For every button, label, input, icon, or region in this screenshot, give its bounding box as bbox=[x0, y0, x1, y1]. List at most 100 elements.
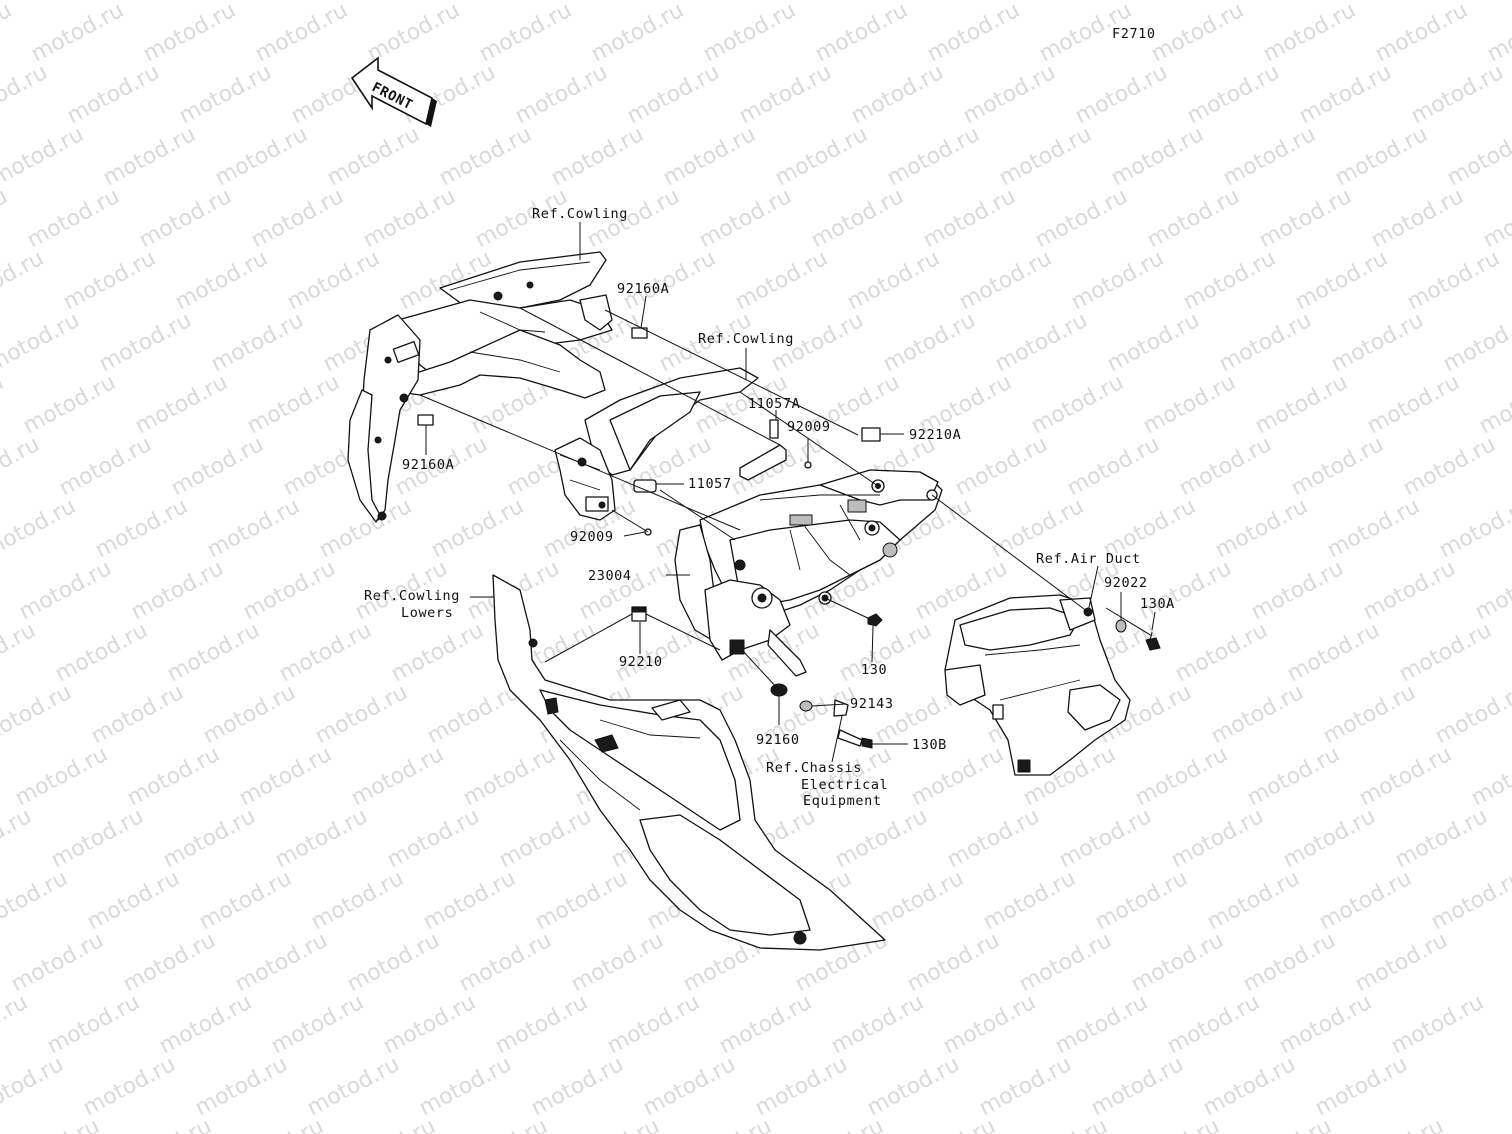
watermark-text: motod.ru bbox=[87, 680, 188, 749]
watermark-text: motod.ru bbox=[623, 60, 724, 129]
watermark-text: motod.ru bbox=[1367, 184, 1468, 253]
nut-92210A bbox=[861, 427, 881, 442]
watermark-text: motod.ru bbox=[1315, 866, 1416, 935]
watermark-text: motod.ru bbox=[119, 928, 220, 997]
watermark-text: motod.ru bbox=[19, 370, 120, 439]
watermark-text: motod.ru bbox=[1327, 308, 1428, 377]
watermark-text: motod.ru bbox=[135, 184, 236, 253]
watermark-text: motod.ru bbox=[203, 494, 304, 563]
label-92160: 92160 bbox=[756, 732, 800, 748]
watermark-text: motod.ru bbox=[975, 1052, 1076, 1121]
watermark-text: motod.ru bbox=[0, 0, 16, 67]
label-ref-chassis: Ref.Chassis bbox=[766, 760, 862, 776]
watermark-text: motod.ru bbox=[1471, 556, 1512, 625]
watermark-text: motod.ru bbox=[435, 122, 536, 191]
watermark-text: motod.ru bbox=[1147, 0, 1248, 67]
watermark-text: motod.ru bbox=[847, 60, 948, 129]
watermark-text: motod.ru bbox=[827, 990, 928, 1059]
rubber-cushion-92160A-top bbox=[631, 327, 648, 339]
watermark-text: motod.ru bbox=[1219, 122, 1320, 191]
watermark-text: motod.ru bbox=[1279, 804, 1380, 873]
watermark-text: motod.ru bbox=[1391, 804, 1492, 873]
watermark-text: motod.ru bbox=[1171, 618, 1272, 687]
watermark-text: motod.ru bbox=[1107, 122, 1208, 191]
watermark-text: motod.ru bbox=[387, 618, 488, 687]
cowling-lower bbox=[492, 574, 886, 951]
watermark-text: motod.ru bbox=[531, 866, 632, 935]
watermark-text: motod.ru bbox=[235, 742, 336, 811]
watermark-text: motod.ru bbox=[139, 0, 240, 67]
watermark-text: motod.ru bbox=[0, 60, 52, 129]
watermark-text: motod.ru bbox=[831, 804, 932, 873]
watermark-text: motod.ru bbox=[495, 804, 596, 873]
watermark-text: motod.ru bbox=[1091, 866, 1192, 935]
watermark-text: motod.ru bbox=[491, 990, 592, 1059]
watermark-text: motod.ru bbox=[751, 1052, 852, 1121]
watermark-text: motod.ru bbox=[731, 246, 832, 315]
watermark-text: motod.ru bbox=[171, 246, 272, 315]
watermark-text: motod.ru bbox=[239, 556, 340, 625]
watermark-text: motod.ru bbox=[251, 0, 352, 67]
watermark-text: motod.ru bbox=[275, 618, 376, 687]
watermark-text: motod.ru bbox=[0, 618, 40, 687]
watermark-text: motod.ru bbox=[63, 60, 164, 129]
watermark-text: motod.ru bbox=[227, 1114, 328, 1134]
watermark-text: motod.ru bbox=[1243, 742, 1344, 811]
watermark-text: motod.ru bbox=[0, 804, 36, 873]
watermark-text: motod.ru bbox=[343, 928, 444, 997]
watermark-text: motod.ru bbox=[991, 308, 1092, 377]
watermark-text: motod.ru bbox=[1275, 990, 1376, 1059]
watermark-text: motod.ru bbox=[115, 1114, 216, 1134]
watermark-text: motod.ru bbox=[659, 122, 760, 191]
watermark-text: motod.ru bbox=[0, 0, 92, 5]
watermark-text: motod.ru bbox=[1167, 804, 1268, 873]
watermark-text: motod.ru bbox=[863, 1052, 964, 1121]
watermark-text: motod.ru bbox=[1163, 990, 1264, 1059]
label-92160A-top: 92160A bbox=[617, 281, 669, 297]
watermark-text: motod.ru bbox=[1371, 0, 1472, 67]
watermark-text: motod.ru bbox=[0, 432, 44, 501]
watermark-text: motod.ru bbox=[1347, 1114, 1448, 1134]
label-92143: 92143 bbox=[850, 696, 894, 712]
watermark-text: motod.ru bbox=[547, 122, 648, 191]
middle-duct-bracket bbox=[554, 367, 759, 521]
watermark-text: motod.ru bbox=[1135, 556, 1236, 625]
watermark-text: motod.ru bbox=[207, 308, 308, 377]
watermark-text: motod.ru bbox=[347, 742, 448, 811]
watermark-text: motod.ru bbox=[7, 928, 108, 997]
watermark-text: motod.ru bbox=[199, 680, 300, 749]
watermark-text: motod.ru bbox=[459, 742, 560, 811]
watermark-text: motod.ru bbox=[0, 122, 88, 191]
watermark-text: motod.ru bbox=[771, 122, 872, 191]
label-ref-cowling-lowers: Ref.Cowling bbox=[364, 588, 460, 604]
watermark-text: motod.ru bbox=[267, 990, 368, 1059]
watermark-text: motod.ru bbox=[1067, 246, 1168, 315]
watermark-text: motod.ru bbox=[27, 0, 128, 67]
label-ref-chassis-line3: Equipment bbox=[803, 793, 882, 809]
watermark-text: motod.ru bbox=[1431, 680, 1512, 749]
watermark-text: motod.ru bbox=[95, 308, 196, 377]
label-92210A: 92210A bbox=[909, 427, 961, 443]
watermark-text: motod.ru bbox=[1207, 680, 1308, 749]
washer-92022 bbox=[1115, 619, 1127, 633]
watermark-text: motod.ru bbox=[451, 1114, 552, 1134]
watermark-text: motod.ru bbox=[271, 804, 372, 873]
watermark-text: motod.ru bbox=[247, 184, 348, 253]
watermark-text: motod.ru bbox=[1295, 60, 1396, 129]
watermark-text: motod.ru bbox=[283, 246, 384, 315]
bolt-130B bbox=[837, 729, 863, 747]
watermark-text: motod.ru bbox=[1323, 494, 1424, 563]
watermark-text: motod.ru bbox=[423, 680, 524, 749]
watermark-text: motod.ru bbox=[311, 680, 412, 749]
watermark-text: motod.ru bbox=[939, 990, 1040, 1059]
watermark-text: motod.ru bbox=[787, 1114, 888, 1134]
watermark-text: motod.ru bbox=[1407, 60, 1508, 129]
watermark-text: motod.ru bbox=[807, 184, 908, 253]
watermark-text: motod.ru bbox=[99, 122, 200, 191]
watermark-text: motod.ru bbox=[1443, 122, 1512, 191]
watermark-text: motod.ru bbox=[415, 1052, 516, 1121]
watermark-text: motod.ru bbox=[1435, 494, 1512, 563]
watermark-text: motod.ru bbox=[919, 184, 1020, 253]
watermark-text: motod.ru bbox=[0, 246, 48, 315]
leader-lines bbox=[419, 222, 1156, 763]
